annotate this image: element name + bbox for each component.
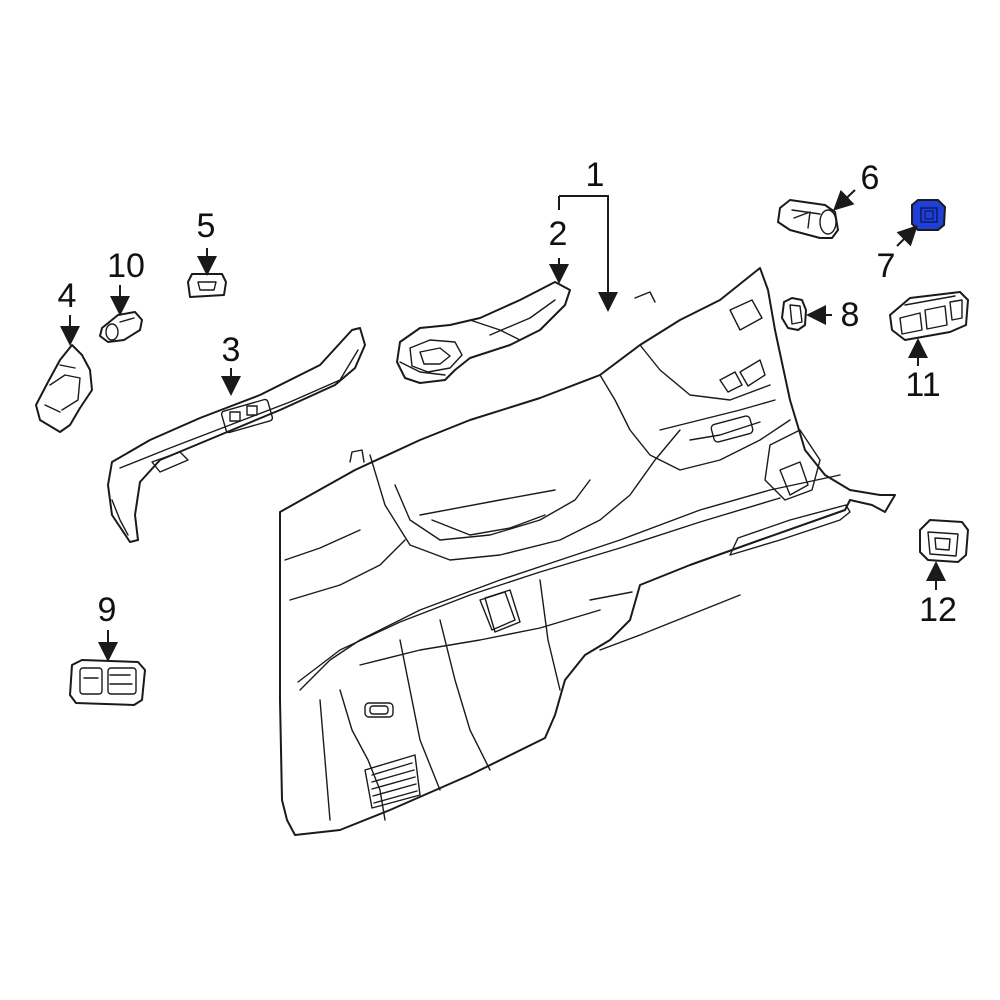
callout-7: 7 [876,247,896,285]
switch-housing-part-9 [69,659,146,706]
socket-part-6 [777,199,839,239]
grommet-part-8 [781,297,807,331]
box-clip-part-12 [919,519,969,563]
callout-3: 3 [221,331,241,369]
highlighted-clip-part-7 [911,199,947,231]
bracket-part-4 [35,344,93,433]
callout-5: 5 [196,207,216,245]
callout-12: 12 [919,591,957,629]
callout-8: 8 [840,296,860,334]
clip-part-10 [99,311,143,343]
callout-10: 10 [107,247,145,285]
callout-9: 9 [97,591,117,629]
clip-part-5 [187,273,227,298]
rail-trim-part-3 [107,327,366,543]
upper-trim-part-2 [396,281,571,384]
callout-4: 4 [57,277,77,315]
callout-6: 6 [860,159,880,197]
callout-11: 11 [905,366,941,404]
callout-2: 2 [548,215,568,253]
switch-panel-part-11 [889,291,969,341]
callout-1: 1 [585,156,605,194]
leader-lines [60,189,946,662]
quarter-trim-panel-part-1 [279,267,896,836]
